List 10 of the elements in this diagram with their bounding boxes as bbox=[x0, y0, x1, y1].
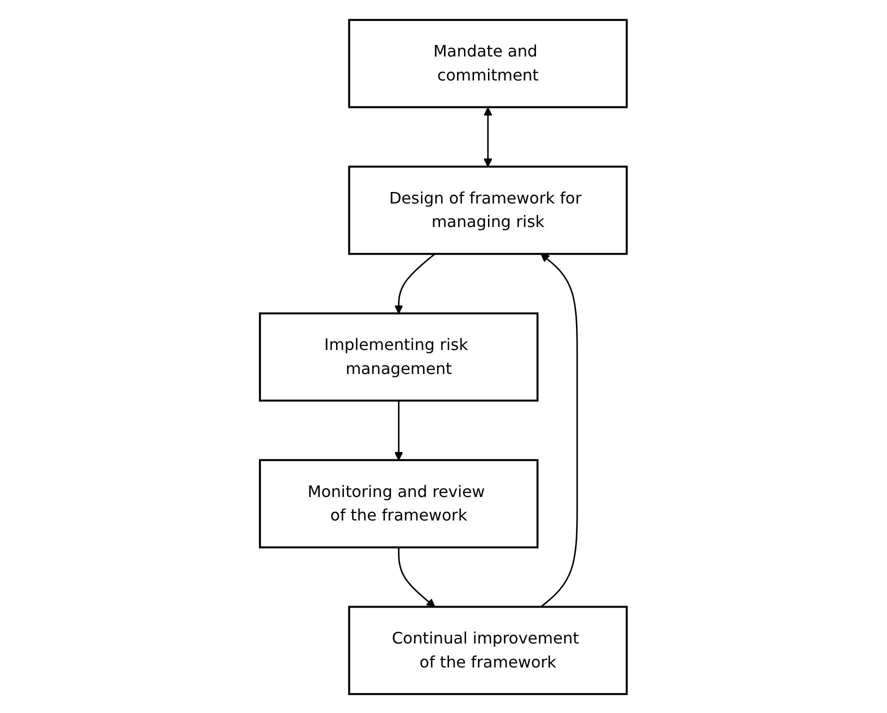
node-box: Mandate and commitment bbox=[348, 18, 628, 108]
arrow bbox=[394, 252, 436, 314]
node-box: Implementing risk management bbox=[259, 312, 539, 402]
arrow bbox=[394, 400, 404, 460]
node-box: Continual improvement of the framework bbox=[348, 605, 628, 695]
node-box: Monitoring and review of the framework bbox=[259, 458, 539, 548]
node-box: Design of framework for managing risk bbox=[348, 165, 628, 254]
arrow bbox=[484, 106, 492, 167]
arrow bbox=[398, 546, 436, 607]
arrow bbox=[540, 253, 578, 607]
